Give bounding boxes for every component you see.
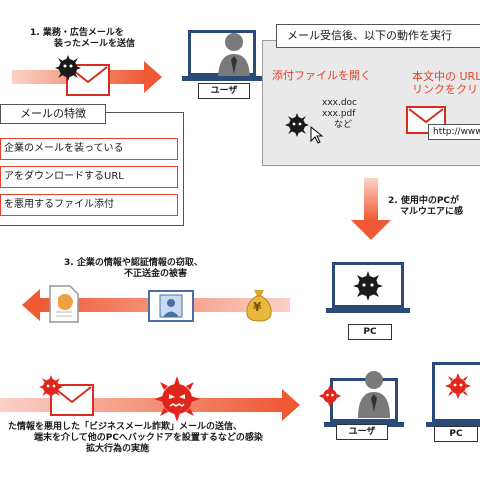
file-doc: xxx.doc xyxy=(322,98,358,108)
step2-line1: 2. 使用中のPCが xyxy=(388,196,460,206)
backdoor-virus-icon xyxy=(154,376,200,422)
action-box-header: メール受信後、以下の動作を実行 xyxy=(276,24,480,48)
spread-arrow xyxy=(0,389,300,421)
file-list: xxx.doc xxx.pdf など xyxy=(322,98,357,131)
bottom-pc-screen xyxy=(432,362,480,422)
infection-arrow-head xyxy=(351,220,391,240)
id-card-icon xyxy=(148,290,194,322)
bottom-pc-label: PC xyxy=(434,426,478,442)
cursor-icon xyxy=(310,126,324,144)
file-pdf: xxx.pdf xyxy=(322,109,356,119)
virus-icon-bottom-pc xyxy=(445,373,471,399)
malware-icon-email xyxy=(39,375,63,399)
step2-label: 2. 使用中のPCが マルウエアに感 xyxy=(388,196,463,218)
malware-icon-pc xyxy=(353,271,383,301)
user-laptop-base xyxy=(182,76,262,81)
email-icon xyxy=(406,106,446,134)
link-title-line1: 本文中の URL xyxy=(412,70,480,83)
link-title-line2: リンクをクリック xyxy=(412,83,480,96)
step3-label: 3. 企業の情報や認証情報の窃取、 不正送金の被害 xyxy=(64,258,203,280)
user-person-icon xyxy=(218,33,250,80)
step4-line2: 端末を介して他のPCへバックドアを設置するなどの感染 xyxy=(34,433,263,443)
step3-line2: 不正送金の被害 xyxy=(124,269,188,279)
attach-title: 添付ファイルを開く xyxy=(272,69,371,82)
features-title: メールの特徴 xyxy=(0,104,106,124)
money-bag-icon xyxy=(246,290,272,322)
step4-line3: 拡大行為の実施 xyxy=(86,444,150,454)
url-field: http://www xyxy=(428,124,480,140)
pc-laptop-base xyxy=(326,308,410,313)
malware-icon-attachment xyxy=(285,113,309,137)
step4-text: た情報を悪用した「ビジネスメール詐欺」メールの送信、 端末を介して他のPCへバッ… xyxy=(8,422,263,455)
step2-line2: マルウエアに感 xyxy=(400,207,464,217)
malware-icon xyxy=(55,55,81,81)
bottom-user-person-icon xyxy=(358,371,390,418)
feature-item-1: 企業のメールを装っている xyxy=(0,138,178,160)
infection-arrow-shaft xyxy=(364,178,378,220)
yen-symbol: ¥ xyxy=(253,300,262,314)
step1-line1: 1. 業務・広告メールを xyxy=(30,28,124,38)
feature-item-3: を悪用するファイル添付 xyxy=(0,194,178,216)
document-icon xyxy=(49,285,79,323)
bottom-user-label: ユーザ xyxy=(336,424,388,440)
virus-icon-bottom-user xyxy=(319,385,341,407)
user-label: ユーザ xyxy=(198,83,250,99)
bottom-pc-base xyxy=(426,422,480,427)
step1-label: 1. 業務・広告メールを 装ったメールを送信 xyxy=(30,28,135,50)
pc-label: PC xyxy=(348,324,392,340)
file-etc: など xyxy=(334,120,353,130)
feature-item-2: アをダウンロードするURL xyxy=(0,166,178,188)
action-box xyxy=(262,40,480,166)
step3-line1: 3. 企業の情報や認証情報の窃取、 xyxy=(64,258,203,268)
link-title: 本文中の URL リンクをクリック xyxy=(412,70,480,96)
step1-line2: 装ったメールを送信 xyxy=(54,39,136,49)
step4-line1: た情報を悪用した「ビジネスメール詐欺」メールの送信、 xyxy=(8,422,243,432)
